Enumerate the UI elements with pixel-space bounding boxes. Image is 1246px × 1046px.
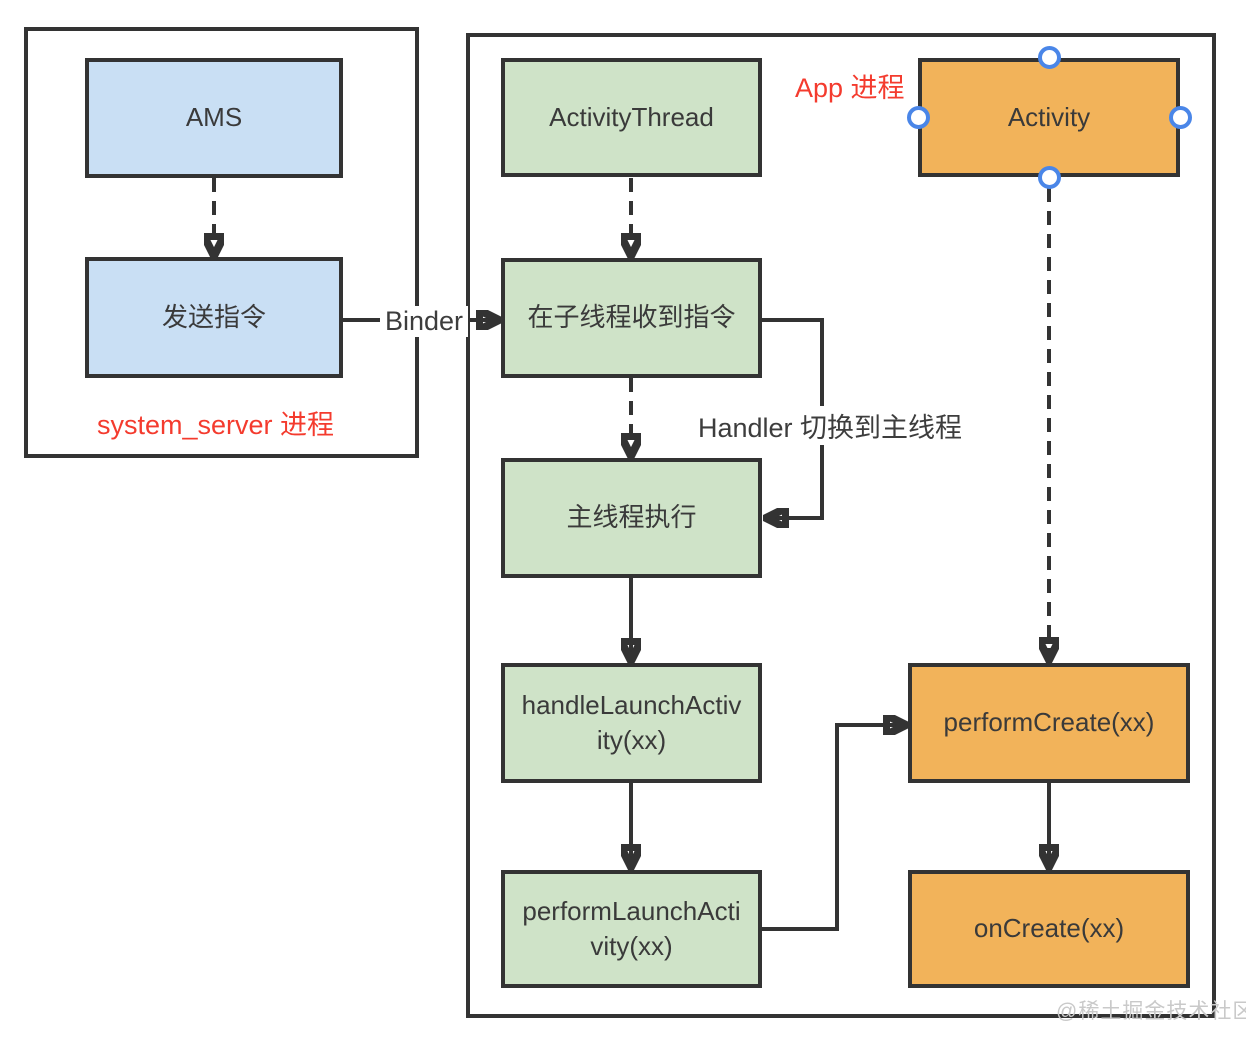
node-perform-create[interactable]: performCreate(xx): [908, 663, 1190, 783]
selection-handle-left[interactable]: [907, 106, 930, 129]
group-system-server-process[interactable]: [24, 27, 419, 458]
group-app-process[interactable]: [466, 33, 1216, 1018]
selection-handle-bottom[interactable]: [1038, 166, 1061, 189]
node-receive-in-child-thread[interactable]: 在子线程收到指令: [501, 258, 762, 378]
node-ams[interactable]: AMS: [85, 58, 343, 178]
group-label-system-server-process: system_server 进程: [97, 410, 335, 440]
selection-handle-top[interactable]: [1038, 46, 1061, 69]
group-label-app-process: App 进程: [795, 73, 905, 103]
node-on-create[interactable]: onCreate(xx): [908, 870, 1190, 988]
edge-label-binder: Binder: [380, 306, 469, 337]
node-main-thread-execute[interactable]: 主线程执行: [501, 458, 762, 578]
node-handle-launch-activity[interactable]: handleLaunchActivity(xx): [501, 663, 762, 783]
node-send-command[interactable]: 发送指令: [85, 257, 343, 378]
node-activity[interactable]: Activity: [918, 58, 1180, 177]
node-perform-launch-activity[interactable]: performLaunchActivity(xx): [501, 870, 762, 988]
watermark: @稀土掘金技术社区: [1056, 1000, 1246, 1023]
node-activity-thread[interactable]: ActivityThread: [501, 58, 762, 177]
edge-label-handler-switch: Handler 切换到主线程: [693, 406, 968, 445]
selection-handle-right[interactable]: [1169, 106, 1192, 129]
